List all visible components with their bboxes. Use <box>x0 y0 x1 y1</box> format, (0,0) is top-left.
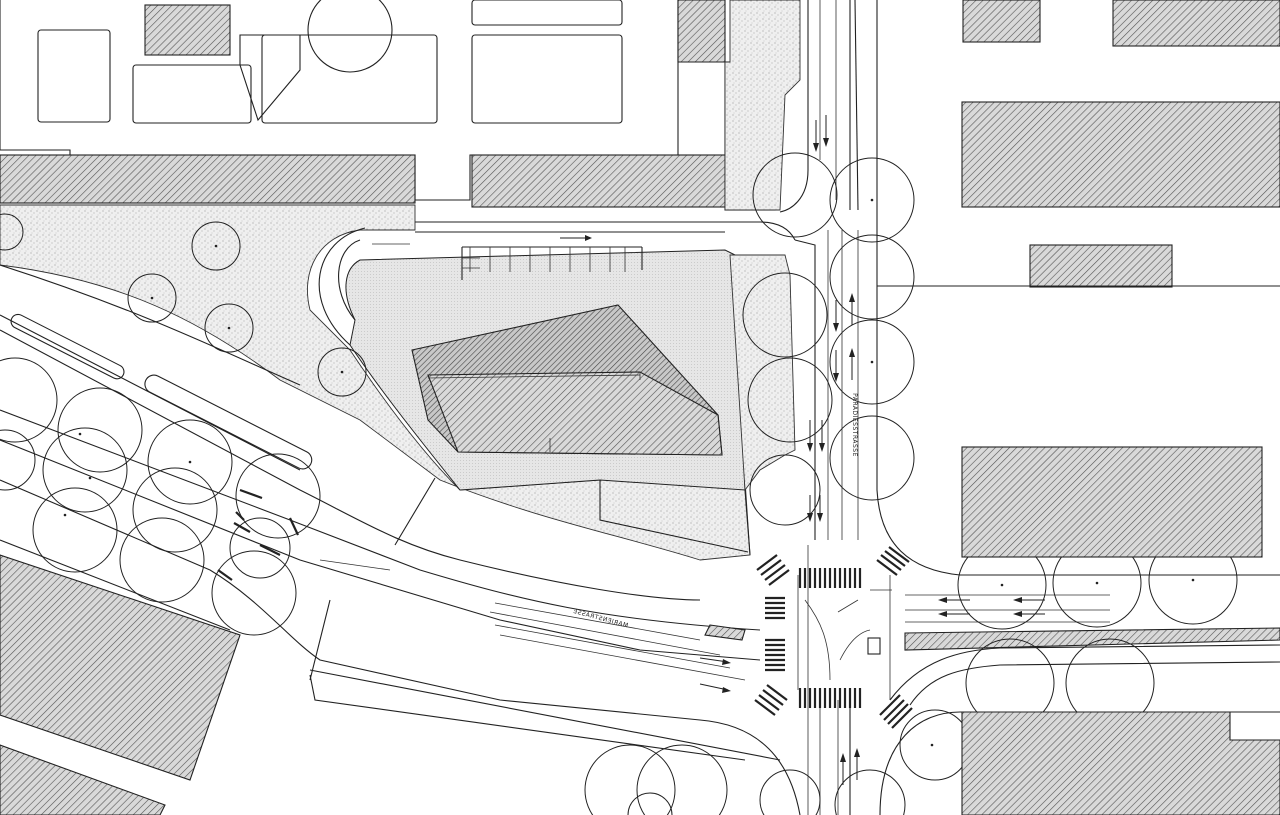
crosswalk-south <box>798 688 862 708</box>
building-north-middle <box>471 154 728 208</box>
building-east-middle <box>961 446 1263 558</box>
main-building-lower <box>427 371 723 456</box>
north-block-outline <box>0 0 679 201</box>
trees-plaza <box>0 213 367 397</box>
trees-south <box>584 744 906 815</box>
building-east-large <box>961 101 1280 208</box>
building-south-west-2 <box>0 744 166 815</box>
crosswalk-north <box>798 568 862 588</box>
street-label-paradiesstrasse: PARADIESSTRASSE <box>851 393 858 457</box>
building-east-small <box>1029 244 1173 288</box>
diagonal-street <box>0 264 801 815</box>
building-east-top-1 <box>962 0 1041 43</box>
building-south-west <box>0 554 241 781</box>
trees-diagonal-street <box>0 357 321 636</box>
trees-vertical-street <box>742 152 915 526</box>
east-street <box>879 574 1280 815</box>
vertical-street <box>779 0 1280 815</box>
parking-bays <box>461 246 643 280</box>
crosswalk-corners <box>754 546 913 729</box>
lane-arrows-east <box>699 597 1045 693</box>
plaza-west <box>0 204 751 561</box>
crosswalk-west <box>765 596 785 672</box>
building-east-top-2 <box>1112 0 1280 47</box>
building-east-south <box>961 711 1280 815</box>
direction-arrow-access <box>560 235 592 241</box>
lane-arrows-vertical <box>807 115 860 785</box>
building-north-corner <box>677 0 726 63</box>
crosswalk-diagonal-west <box>217 488 299 581</box>
sidewalk-north <box>724 0 801 211</box>
building-north-west <box>0 154 416 204</box>
intersection-turn-lines <box>804 589 892 681</box>
